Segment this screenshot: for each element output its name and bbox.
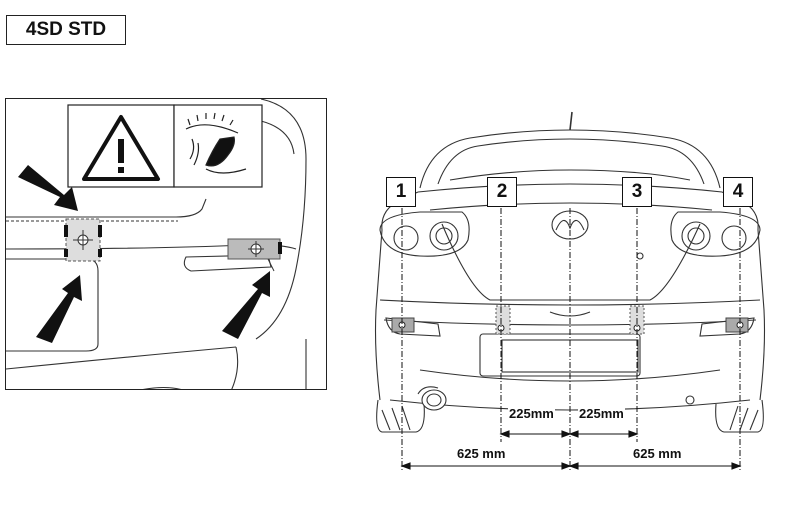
bracket-1 — [391, 317, 415, 333]
arrow-bottom-right — [222, 271, 270, 339]
dim-inner-right: 225mm — [578, 406, 625, 421]
bracket-2 — [495, 305, 511, 335]
detail-inset — [5, 98, 327, 390]
arrow-top-left — [18, 165, 78, 211]
point-label-2: 2 — [487, 177, 517, 207]
point-label-4: 4 — [723, 177, 753, 207]
point-label-1: 1 — [386, 177, 416, 207]
point-label-3: 3 — [622, 177, 652, 207]
dim-outer-left: 625 mm — [456, 446, 507, 461]
dim-inner-left: 225mm — [508, 406, 555, 421]
arrow-bottom-left — [36, 275, 82, 343]
hand-caution-icon — [185, 112, 247, 174]
dim-outer-right: 625 mm — [632, 446, 683, 461]
bracket-4 — [725, 317, 749, 333]
warning-triangle-icon — [82, 115, 160, 181]
detail-drawing — [6, 99, 307, 389]
rear-view-diagram: 1 2 3 4 225mm 225mm 625 mm 625 mm — [360, 100, 790, 529]
reference-lines — [401, 208, 741, 472]
car-rear-drawing — [374, 111, 766, 472]
model-title: 4SD STD — [6, 15, 126, 45]
dimension-lines — [400, 430, 742, 470]
